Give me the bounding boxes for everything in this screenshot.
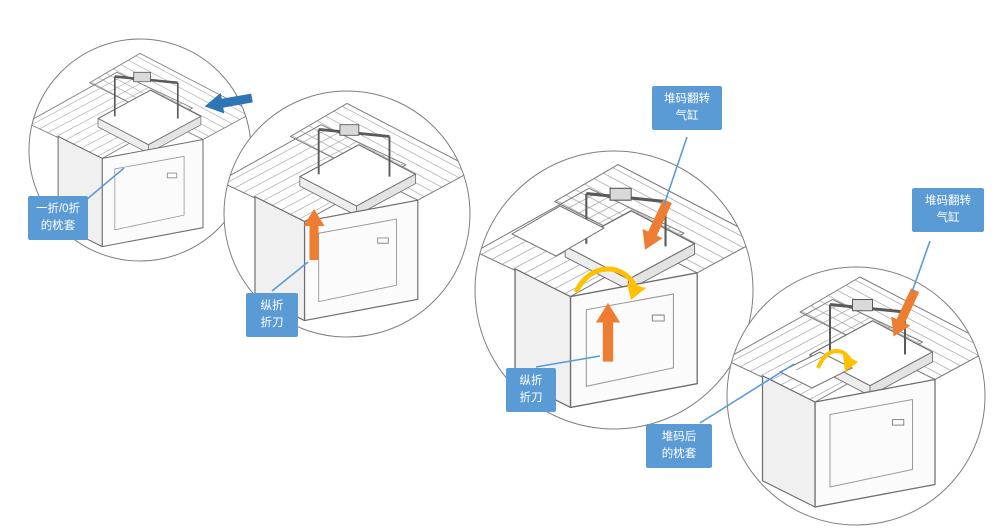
leader-line-folded-pillowcase (85, 167, 125, 201)
leader-line-fold-knife-2 (271, 261, 309, 292)
callout-stack-cylinder-3: 堆码翻转 气缸 (652, 86, 722, 130)
leader-line-stack-cylinder-3 (663, 136, 688, 206)
callout-fold-knife-2: 纵折 折刀 (246, 293, 298, 337)
leader-line-stack-cylinder-4 (911, 240, 931, 293)
rotation-arrow-3 (573, 266, 646, 300)
callout-folded-pillowcase: 一折/0折 的枕套 (28, 196, 88, 240)
leader-line-stacked-pillowcase (699, 363, 795, 424)
pillowcase-sheet (510, 205, 606, 257)
stacked-pillowcase-shape (778, 351, 854, 389)
callout-stacked-pillowcase: 堆码后 的枕套 (646, 424, 712, 468)
rotation-arrow-4 (816, 349, 858, 372)
leader-line-fold-knife-3 (535, 355, 601, 368)
callout-stack-cylinder-4: 堆码翻转 气缸 (912, 188, 984, 232)
machine-drawing-3 (475, 162, 753, 410)
callout-fold-knife-3: 纵折 折刀 (506, 368, 556, 412)
